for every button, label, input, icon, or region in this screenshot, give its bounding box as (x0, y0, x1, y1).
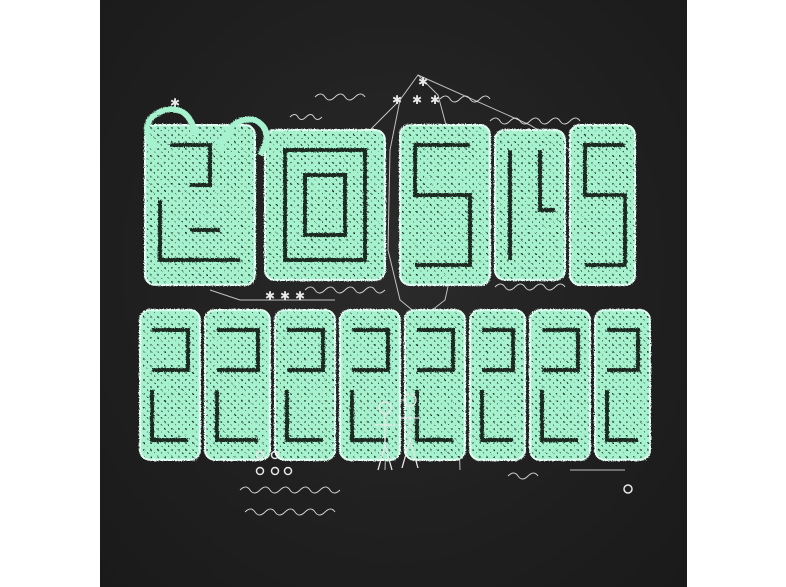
glyph-block-s (399, 124, 491, 286)
glyph-block-l (144, 124, 256, 286)
glyph-block-r (204, 309, 271, 461)
svg-text:✱: ✱ (418, 75, 428, 89)
glyph-block-s2 (569, 124, 636, 286)
svg-text:✱: ✱ (295, 289, 305, 303)
glyph-block-r2 (529, 309, 591, 461)
album-cover-artwork: ✱ ✱ ✱ ✱ ✱ ✱ ✱ ✱ (100, 0, 687, 587)
glyph-block-p (139, 309, 201, 461)
glyph-artwork: ✱ ✱ ✱ ✱ ✱ ✱ ✱ ✱ (139, 74, 651, 516)
glyph-block-m (339, 309, 401, 461)
glyph-block-o (264, 129, 386, 281)
svg-text:✱: ✱ (265, 289, 275, 303)
svg-text:✱: ✱ (392, 93, 402, 107)
glyph-block-col (494, 129, 566, 281)
dot-marks (255, 450, 633, 494)
glyph-block-e2 (469, 309, 526, 461)
glyph-block-e (274, 309, 336, 461)
ram-horns-ornament (144, 106, 270, 157)
handwriting-scribbles (239, 93, 581, 516)
figure-sketches (375, 393, 420, 471)
svg-text:✱: ✱ (170, 96, 180, 110)
glyph-block-i (404, 309, 466, 461)
glyph-block-x (594, 309, 651, 461)
svg-text:✱: ✱ (412, 93, 422, 107)
svg-text:✱: ✱ (430, 93, 440, 107)
star-marks: ✱ ✱ ✱ ✱ ✱ ✱ ✱ ✱ (170, 75, 440, 303)
svg-text:✱: ✱ (280, 289, 290, 303)
